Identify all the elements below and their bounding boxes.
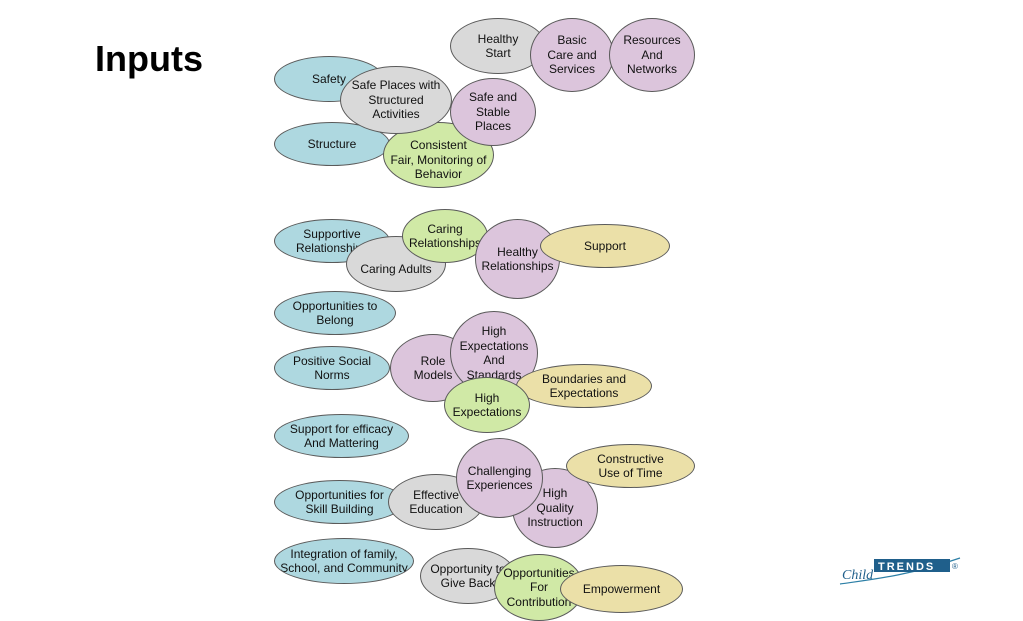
node-safe-and-stable-places: Safe and Stable Places xyxy=(450,78,536,146)
node-safe-places-structured-activities: Safe Places with Structured Activities xyxy=(340,66,452,134)
node-positive-social-norms: Positive Social Norms xyxy=(274,346,390,390)
node-support: Support xyxy=(540,224,670,268)
node-challenging-experiences: Challenging Experiences xyxy=(456,438,543,518)
slide-title: Inputs xyxy=(95,38,203,79)
child-trends-logo: Child TRENDS ® xyxy=(839,557,961,585)
node-empowerment: Empowerment xyxy=(560,565,683,613)
node-integration-family-school-community: Integration of family, School, and Commu… xyxy=(274,538,414,584)
node-boundaries-and-expectations: Boundaries and Expectations xyxy=(516,364,652,408)
logo-word-trends: TRENDS xyxy=(878,561,935,573)
node-healthy-relationships: Healthy Relationships xyxy=(475,219,560,299)
logo-word-child: Child xyxy=(842,568,874,583)
node-high-expectations: High Expectations xyxy=(444,377,530,433)
node-resources-and-networks: Resources And Networks xyxy=(609,18,695,92)
logo-trends-box xyxy=(874,559,950,572)
node-basic-care-and-services: Basic Care and Services xyxy=(530,18,614,92)
node-opportunities-to-belong: Opportunities to Belong xyxy=(274,291,396,335)
node-opportunities-for-skill-building: Opportunities for Skill Building xyxy=(274,480,405,524)
node-caring-relationships: Caring Relationships xyxy=(402,209,488,263)
node-support-for-efficacy-and-mattering: Support for efficacy And Mattering xyxy=(274,414,409,458)
logo-registered-mark: ® xyxy=(952,562,958,571)
node-constructive-use-of-time: Constructive Use of Time xyxy=(566,444,695,488)
